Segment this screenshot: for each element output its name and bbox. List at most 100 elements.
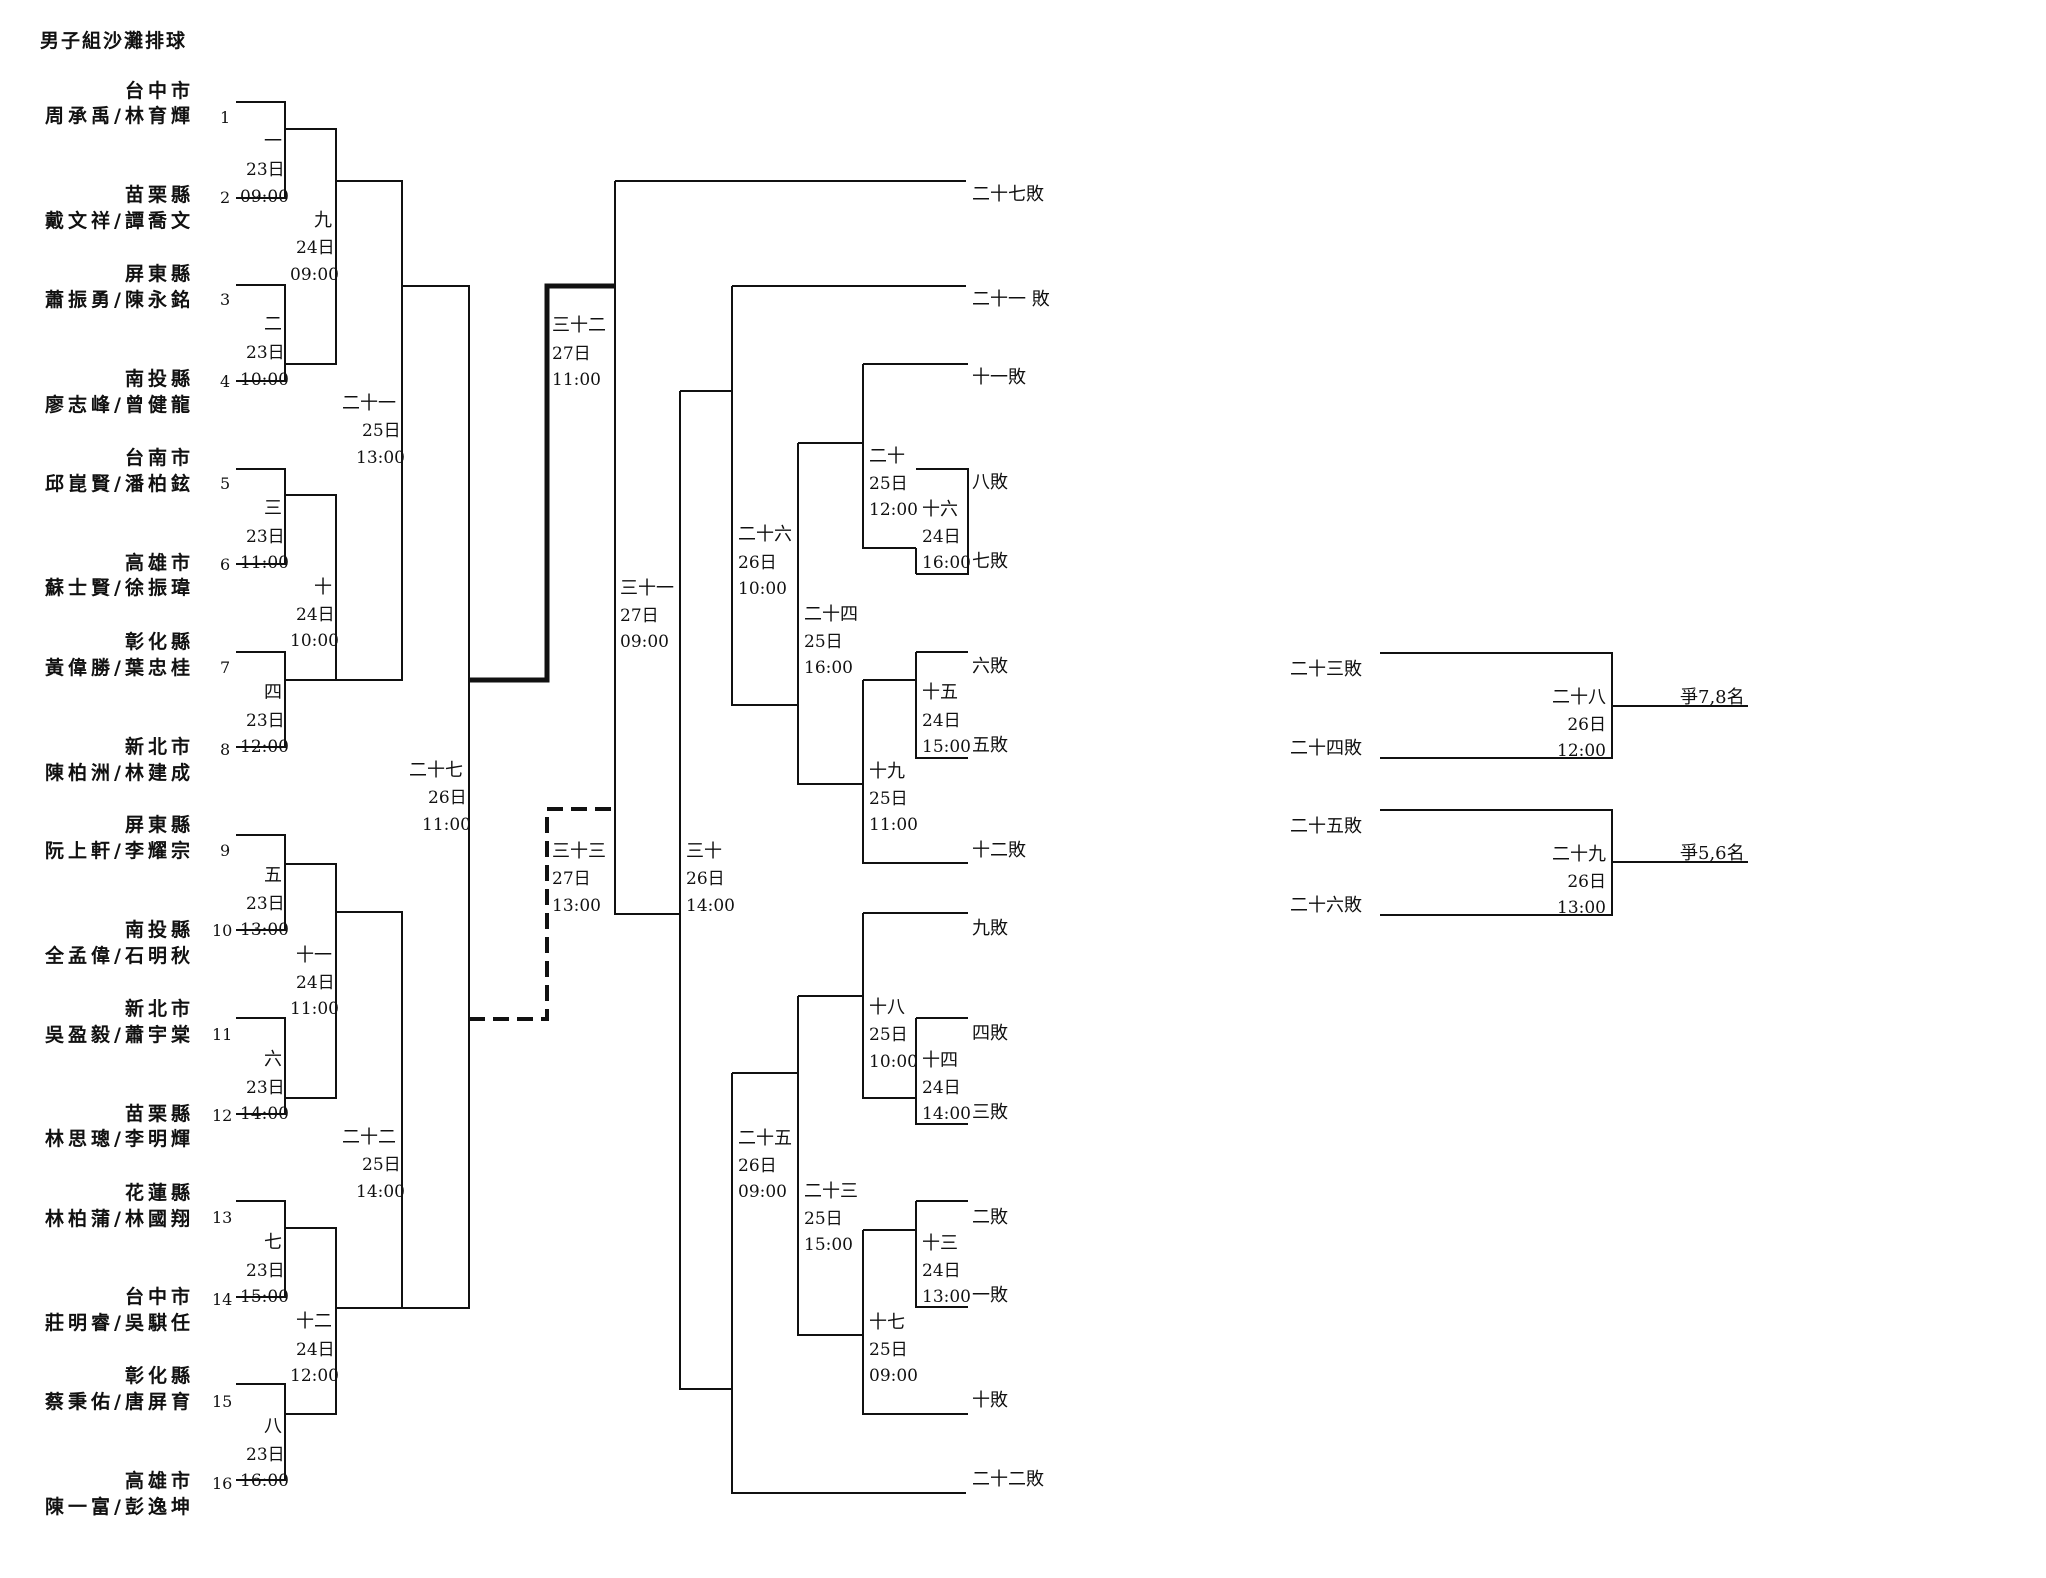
- match-date: 23日: [246, 1445, 285, 1465]
- match-time: 13:00: [552, 896, 601, 916]
- match-time: 10:00: [738, 579, 787, 599]
- match-time: 11:00: [869, 815, 918, 835]
- match-time: 13:00: [240, 920, 289, 940]
- entry-region: 高雄市: [124, 552, 194, 574]
- match-date: 27日: [552, 869, 591, 889]
- entry-players: 陳柏洲/林建成: [45, 762, 194, 784]
- match-number: 五: [264, 865, 282, 886]
- entry-region: 彰化縣: [124, 1365, 194, 1387]
- match-date: 24日: [296, 605, 335, 625]
- match-time: 16:00: [804, 658, 853, 678]
- match-time: 11:00: [552, 370, 601, 390]
- match-time: 14:00: [356, 1182, 405, 1202]
- match-date: 25日: [362, 421, 401, 441]
- loser-8-label: 八敗: [972, 472, 1008, 493]
- match-number: 十三: [922, 1233, 958, 1254]
- match-number: 三: [264, 498, 282, 519]
- match-number: 十: [314, 577, 332, 598]
- loser-7-label: 七敗: [972, 551, 1008, 572]
- entry-region: 南投縣: [124, 368, 194, 390]
- entry-region: 苗栗縣: [124, 1103, 194, 1125]
- entry-players: 阮上軒/李耀宗: [45, 840, 194, 862]
- match-time: 15:00: [804, 1235, 853, 1255]
- entry-players: 戴文祥/譚喬文: [45, 210, 194, 232]
- entry-seed: 11: [212, 1025, 233, 1044]
- match-date: 23日: [246, 527, 285, 547]
- entry-seed: 6: [220, 555, 231, 574]
- loser-21-label: 二十一 敗: [972, 289, 1050, 310]
- match-date: 26日: [738, 553, 777, 573]
- match-time: 16:00: [240, 1471, 289, 1491]
- match-time: 11:00: [290, 999, 339, 1019]
- entry-region: 台中市: [124, 80, 194, 102]
- match-date: 27日: [552, 344, 591, 364]
- entry-region: 台中市: [124, 1286, 194, 1308]
- entry-players: 蘇士賢/徐振瑋: [45, 577, 194, 599]
- entry-seed: 8: [220, 740, 231, 759]
- entry-players: 林思璁/李明輝: [45, 1128, 194, 1150]
- entry-region: 新北市: [124, 736, 194, 758]
- match-number: 三十二: [552, 315, 606, 336]
- match-date: 25日: [804, 1209, 843, 1229]
- match-number: 三十一: [620, 578, 674, 599]
- entry-region: 屏東縣: [124, 814, 194, 836]
- match-time: 14:00: [686, 896, 735, 916]
- entry-seed: 13: [212, 1208, 233, 1227]
- match-number: 二十四: [804, 604, 858, 625]
- entry-region: 高雄市: [124, 1470, 194, 1492]
- entry-seed: 7: [220, 658, 231, 677]
- match-number: 二十七: [409, 760, 463, 781]
- entry-region: 台南市: [124, 447, 194, 469]
- match-number: 十九: [869, 761, 905, 782]
- match-time: 10:00: [290, 631, 339, 651]
- match-date: 26日: [1567, 872, 1606, 892]
- entry-players: 邱崑賢/潘柏鉉: [45, 473, 194, 495]
- match-date: 25日: [804, 632, 843, 652]
- entry-seed: 2: [220, 188, 231, 207]
- match-time: 12:00: [869, 500, 918, 520]
- match-time: 09:00: [290, 265, 339, 285]
- loser-23-label: 二十三敗: [1290, 659, 1362, 680]
- match-time: 16:00: [922, 553, 971, 573]
- match-number: 九: [314, 210, 332, 231]
- entry-region: 彰化縣: [124, 631, 194, 653]
- match-number: 十六: [922, 499, 958, 520]
- entry-players: 陳一富/彭逸坤: [45, 1496, 194, 1518]
- match-time: 10:00: [240, 370, 289, 390]
- match-time: 13:00: [356, 448, 405, 468]
- placement-5-6-label: 爭5,6名: [1680, 843, 1745, 864]
- match-time: 11:00: [422, 815, 471, 835]
- match-date: 24日: [922, 527, 961, 547]
- entry-players: 周承禹/林育輝: [45, 105, 194, 127]
- match-time: 09:00: [869, 1366, 918, 1386]
- match-number: 八: [264, 1416, 282, 1437]
- entry-seed: 3: [220, 290, 231, 309]
- match-number: 二十: [869, 446, 905, 467]
- entry-players: 林柏蒲/林國翔: [45, 1208, 194, 1230]
- match-date: 26日: [738, 1156, 777, 1176]
- match-number: 十一: [296, 945, 332, 966]
- match-number: 三十三: [552, 841, 606, 862]
- match-date: 23日: [246, 894, 285, 914]
- match-time: 15:00: [240, 1287, 289, 1307]
- match-number: 二十五: [738, 1128, 792, 1149]
- loser-10-label: 十敗: [972, 1390, 1008, 1411]
- loser-11-label: 十一敗: [972, 367, 1026, 388]
- entry-players: 廖志峰/曾健龍: [45, 394, 194, 416]
- entry-seed: 4: [220, 372, 231, 391]
- match-number: 二: [264, 314, 282, 335]
- match-time: 14:00: [240, 1104, 289, 1124]
- match-date: 24日: [922, 1261, 961, 1281]
- entry-players: 蔡秉佑/唐屏育: [45, 1391, 194, 1413]
- entry-seed: 14: [212, 1290, 233, 1309]
- page-title: 男子組沙灘排球: [40, 30, 188, 52]
- loser-2-label: 二敗: [972, 1207, 1008, 1228]
- match-date: 27日: [620, 606, 659, 626]
- match-number: 四: [264, 682, 282, 703]
- loser-9-label: 九敗: [972, 918, 1008, 939]
- match-number: 三十: [686, 841, 722, 862]
- match-time: 12:00: [240, 737, 289, 757]
- match-number: 十八: [869, 997, 905, 1018]
- entry-region: 新北市: [124, 998, 194, 1020]
